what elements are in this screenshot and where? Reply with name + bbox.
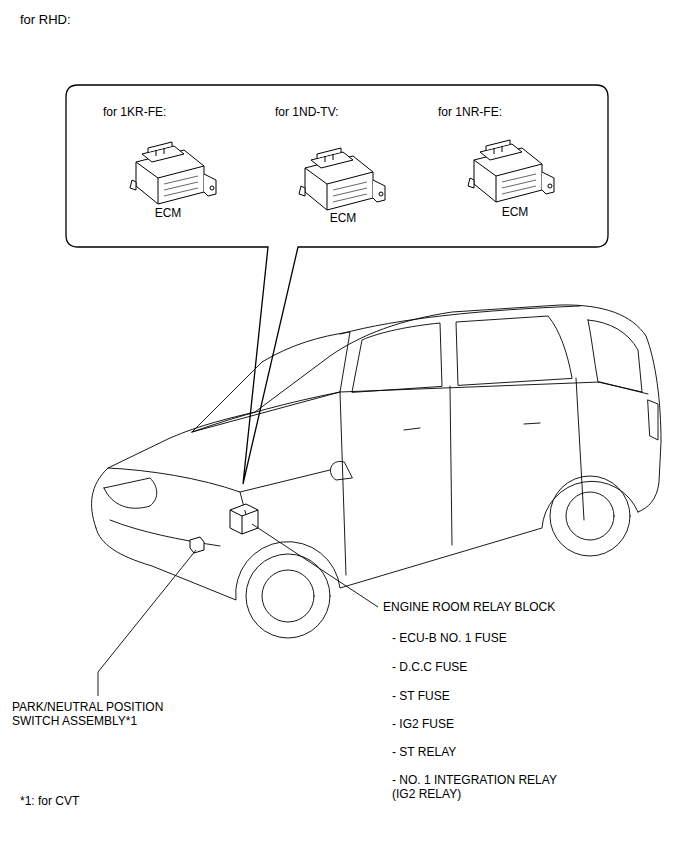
part-name: ECM: [502, 205, 529, 219]
component-symbols: [190, 504, 258, 553]
part-name: ECM: [155, 206, 182, 220]
title-text: for RHD:: [20, 13, 71, 27]
list-item: - ST FUSE: [392, 689, 450, 703]
part-name: PARK/NEUTRAL POSITION SWITCH ASSEMBLY*1: [12, 700, 184, 728]
rear-window: [456, 316, 572, 385]
part-name: ECM: [330, 211, 357, 225]
rear-light: [648, 400, 658, 440]
footnote: *1: for CVT: [20, 794, 79, 808]
car-bottom: [96, 481, 638, 600]
ecm-icon: [468, 140, 554, 202]
part-name: ENGINE ROOM RELAY BLOCK: [383, 600, 555, 614]
list-item: - IG2 FUSE: [392, 717, 454, 731]
list-item: - ECU-B NO. 1 FUSE: [392, 631, 507, 645]
headlight: [104, 478, 157, 508]
rear-wheel: [550, 476, 630, 556]
callout-box: for 1KR-FE: ECM for 1ND-TV: ECM for 1NR-FE: E…: [66, 85, 608, 247]
front-window: [352, 323, 442, 392]
door-line: [340, 378, 584, 575]
switch-symbol: [190, 537, 204, 553]
windshield: [192, 332, 350, 432]
ecm-icon: [299, 148, 385, 210]
hood-line: [108, 468, 330, 530]
door-handle: [404, 423, 540, 430]
ecm-icon: [130, 142, 216, 204]
car-body: [92, 305, 661, 528]
relay-block-symbol: [230, 504, 258, 534]
leader-line: [98, 550, 196, 696]
leader-line: [252, 524, 378, 607]
leader-lines: [98, 524, 378, 696]
front-wheel-rim: [262, 570, 314, 622]
list-item: - ST RELAY: [392, 745, 456, 759]
rear-wheel-rim: [566, 492, 614, 540]
roof-line: [340, 306, 580, 334]
engine-variant-label: for 1KR-FE:: [103, 105, 166, 119]
mirror: [330, 461, 352, 480]
callout-outline: [66, 85, 608, 484]
list-item: - D.C.C FUSE: [392, 660, 467, 674]
engine-variant-label: for 1NR-FE:: [438, 105, 502, 119]
engine-variant-label: for 1ND-TV:: [275, 105, 339, 119]
belt-line: [192, 382, 648, 432]
list-item: - NO. 1 INTEGRATION RELAY (IG2 RELAY): [392, 773, 577, 801]
back-window: [588, 320, 642, 392]
car-drawing: [92, 305, 661, 638]
